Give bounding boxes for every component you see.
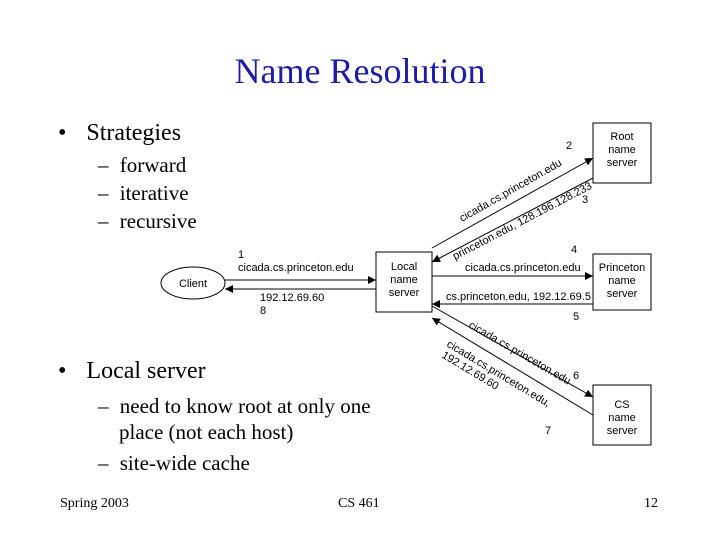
step-1-number: 1 — [238, 249, 244, 261]
bullet-text: Strategies — [86, 120, 182, 146]
bullet-text: Local server — [86, 358, 206, 384]
step-5-number: 5 — [573, 311, 579, 323]
bullet-glyph: • — [58, 358, 67, 384]
local-label-2: name — [390, 274, 418, 286]
subitem-text: recursive — [119, 209, 197, 233]
step-6-number: 6 — [573, 370, 579, 382]
subitem-forward: – forward — [98, 153, 186, 178]
root-label-2: name — [608, 144, 636, 156]
princeton-label-3: server — [607, 288, 638, 300]
footer-course: CS 461 — [338, 496, 380, 511]
arrow-step-6 — [431, 305, 594, 398]
step-2-number: 2 — [566, 140, 572, 152]
arrow-step-7 — [431, 317, 594, 416]
subitem-cache: – site-wide cache — [98, 451, 250, 476]
subitem-text: iterative — [119, 181, 189, 205]
footer-term: Spring 2003 — [60, 496, 129, 511]
subitem-text: forward — [119, 153, 187, 177]
dash-glyph: – — [98, 153, 109, 177]
root-label-3: server — [607, 157, 638, 169]
step-4-number: 4 — [571, 244, 577, 256]
bullet-glyph: • — [58, 120, 67, 146]
subitem-text: site-wide cache — [119, 451, 250, 475]
step-8-label: 192.12.69.60 — [260, 292, 324, 304]
princeton-server-box — [592, 253, 652, 311]
local-label-1: Local — [391, 261, 417, 273]
dash-glyph: – — [98, 394, 109, 418]
subitem-iterative: – iterative — [98, 181, 189, 206]
dash-glyph: – — [98, 451, 109, 475]
subitem-recursive: – recursive — [98, 209, 197, 234]
footer-page-number: 12 — [644, 496, 658, 511]
princeton-label-2: name — [608, 275, 636, 287]
client-node — [160, 266, 226, 300]
step-3-number: 3 — [582, 194, 588, 206]
local-server-box — [375, 251, 433, 313]
cs-label-3: server — [607, 425, 638, 437]
subitem-text: need to know root at only one — [119, 394, 371, 418]
step-7-label-a: cicada.cs.princeton.edu, — [444, 338, 552, 409]
step-7-number: 7 — [545, 425, 551, 437]
cs-label-1: CS — [614, 399, 629, 411]
step-5-label: cs.princeton.edu, 192.12.69.5 — [446, 291, 591, 303]
client-label: Client — [179, 278, 207, 290]
arrow-step-3 — [431, 177, 594, 263]
root-server-box — [592, 122, 652, 184]
local-label-3: server — [389, 287, 420, 299]
dash-glyph: – — [98, 209, 109, 233]
step-1-label: cicada.cs.princeton.edu — [238, 262, 354, 274]
bullet-strategies: • Strategies — [58, 120, 181, 147]
step-4-label: cicada.cs.princeton.edu — [465, 262, 581, 274]
root-label-1: Root — [610, 131, 633, 143]
cs-label-2: name — [608, 412, 636, 424]
bullet-local-server: • Local server — [58, 358, 206, 385]
subitem-root-once: – need to know root at only one — [98, 394, 371, 419]
dash-glyph: – — [98, 181, 109, 205]
slide-title: Name Resolution — [234, 51, 486, 91]
subitem-continuation: place (not each host) — [119, 420, 294, 444]
arrow-step-2 — [431, 157, 594, 249]
princeton-label-1: Princeton — [599, 262, 645, 274]
step-8-number: 8 — [260, 305, 266, 317]
